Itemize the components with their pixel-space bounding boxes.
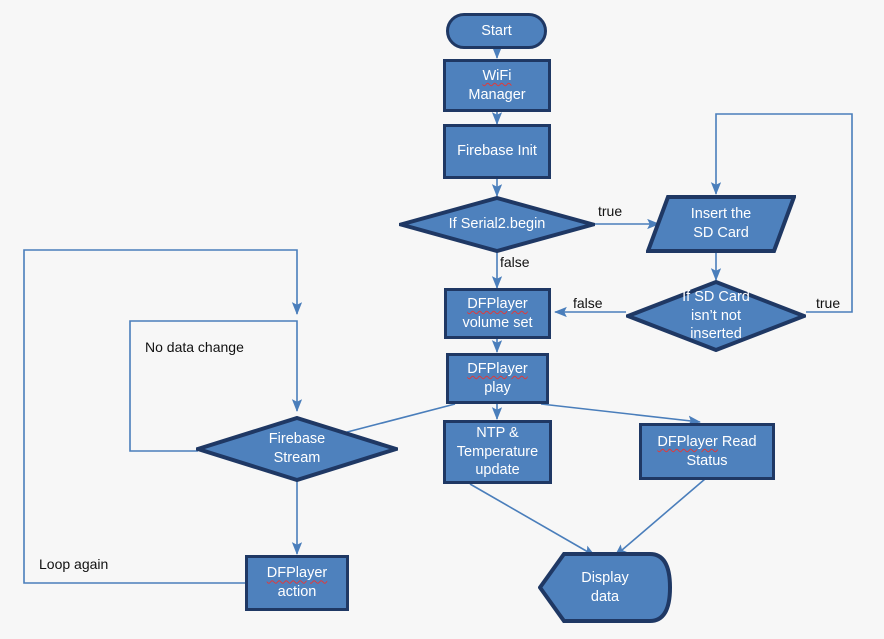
node-firebase-stream[interactable]: Firebase Stream: [196, 416, 398, 482]
node-dfplayer-action-rest: action: [277, 584, 317, 600]
node-firebase-stream-label: Firebase Stream: [268, 431, 326, 466]
edge-label-sd-false: false: [573, 295, 603, 311]
spellcheck-word: DFPlayer: [467, 295, 528, 312]
diamond-shape: [196, 416, 398, 482]
edge-play-to-read-status: [540, 403, 701, 426]
edge-read-status-to-display: [614, 478, 706, 557]
edge-label-serial2-true: true: [598, 203, 623, 219]
edge-no-data-change-loop: [129, 320, 303, 452]
node-dfplayer-volume-set-label: DFPlayer volume set: [458, 295, 536, 332]
node-dfplayer-volume-set-rest: volume set: [462, 314, 533, 331]
node-start[interactable]: Start: [446, 13, 547, 49]
spellcheck-word: WiFi: [482, 67, 512, 84]
node-dfplayer-action[interactable]: DFPlayer action: [245, 555, 349, 611]
node-dfplayer-play-label: DFPlayer play: [463, 360, 531, 397]
node-dfplayer-volume-set[interactable]: DFPlayer volume set: [444, 288, 551, 339]
diamond-shape: [626, 280, 806, 352]
edge-ntp-to-display: [469, 483, 596, 557]
edge-label-no-data-change: No data change: [145, 339, 244, 355]
node-if-sd-card-label: If SD Card isn’t not inserted: [682, 289, 750, 343]
node-if-serial2-begin-label: If Serial2.begin: [448, 216, 546, 233]
node-if-sd-card[interactable]: If SD Card isn’t not inserted: [626, 280, 806, 352]
node-ntp-temperature-update-label: NTP & Temperature update: [456, 425, 539, 479]
display-shape: [538, 552, 672, 623]
edge-loop-again: [23, 249, 303, 584]
node-if-serial2-begin[interactable]: If Serial2.begin: [399, 196, 595, 253]
node-dfplayer-action-label: DFPlayer action: [263, 564, 331, 601]
spellcheck-word: DFPlayer: [657, 433, 718, 450]
node-display-data[interactable]: Display data: [538, 552, 672, 623]
node-display-data-label: Display data: [581, 569, 629, 605]
edge-label-serial2-false: false: [500, 254, 530, 270]
node-insert-sd-card[interactable]: Insert the SD Card: [646, 195, 796, 253]
spellcheck-word: DFPlayer: [266, 565, 328, 582]
node-firebase-init[interactable]: Firebase Init: [443, 124, 551, 179]
node-dfplayer-play-rest: play: [484, 379, 511, 396]
parallelogram-shape: [646, 195, 796, 253]
node-firebase-init-label: Firebase Init: [457, 143, 537, 160]
edge-label-sd-true: true: [816, 295, 841, 311]
diamond-shape: [399, 196, 595, 253]
node-ntp-temperature-update[interactable]: NTP & Temperature update: [443, 420, 552, 484]
node-insert-sd-card-label: Insert the SD Card: [690, 206, 752, 241]
spellcheck-word: DFPlayer: [467, 360, 528, 377]
node-dfplayer-play[interactable]: DFPlayer play: [446, 353, 549, 404]
edge-if-sd-true-loop: [710, 113, 853, 313]
edge-label-loop-again: Loop again: [39, 556, 109, 572]
node-start-label: Start: [481, 22, 512, 39]
